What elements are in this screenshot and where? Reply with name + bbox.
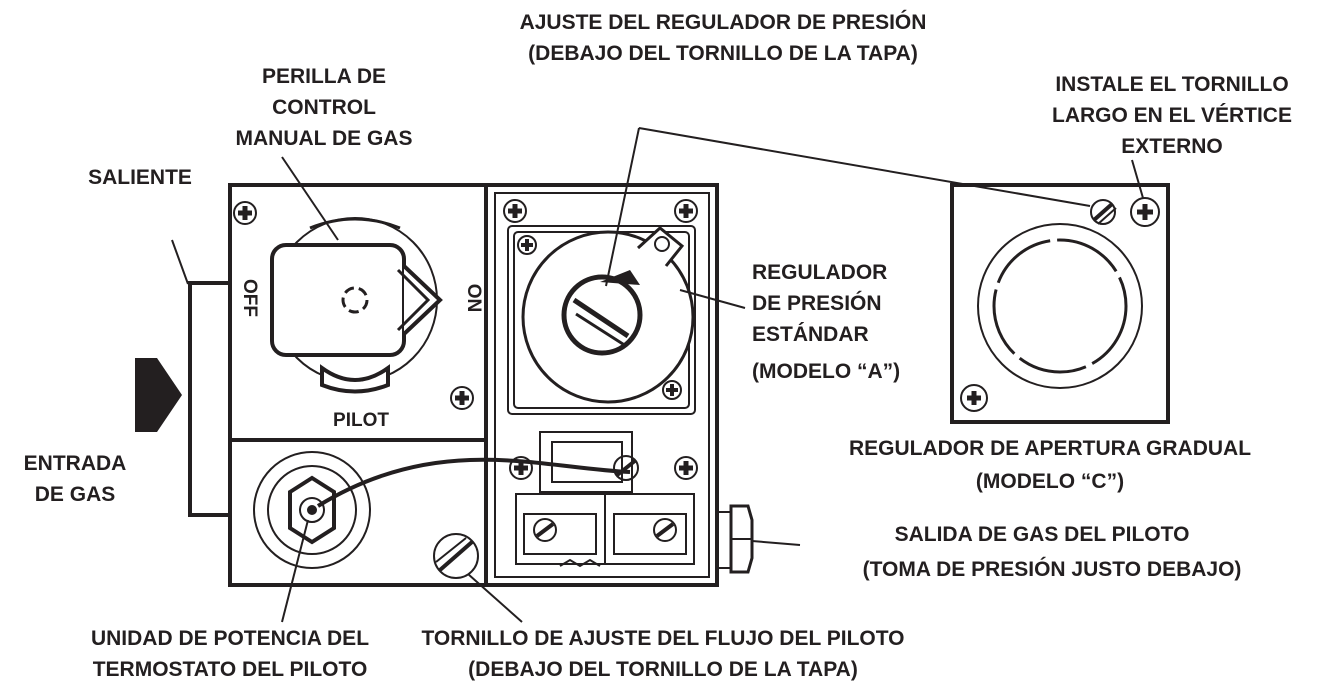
label-pilot-flow-2: (DEBAJO DEL TORNILLO DE LA TAPA) <box>468 658 858 681</box>
label-std-regulator-3: ESTÁNDAR <box>752 323 869 346</box>
leader-pressure-adjust <box>605 127 1091 287</box>
screw-top-left <box>233 201 257 225</box>
pilot-gas-outlet-fitting <box>716 504 754 574</box>
label-pilot-outlet-2: (TOMA DE PRESIÓN JUSTO DEBAJO) <box>863 557 1242 581</box>
long-screw-outer-corner[interactable] <box>1130 197 1160 227</box>
label-knob-2: CONTROL <box>272 96 376 119</box>
label-std-regulator-2: DE PRESIÓN <box>752 291 882 315</box>
screw-reg-bottom-right <box>662 380 682 400</box>
regulator-c-cap-screw[interactable] <box>1090 199 1117 225</box>
leader-ledge <box>171 239 189 285</box>
thermostat-power-unit <box>253 451 371 569</box>
pilot-mechanism <box>515 431 695 568</box>
knob-pilot-marking: PILOT <box>333 410 389 431</box>
screw-right-mid-left <box>509 456 533 480</box>
leader-knob <box>281 156 339 241</box>
right-panel <box>494 192 710 578</box>
knob-off-marking: OFF <box>239 279 260 317</box>
label-gradual-regulator-1: REGULADOR DE APERTURA GRADUAL <box>849 437 1251 460</box>
label-install-screw-3: EXTERNO <box>1121 135 1223 158</box>
leader-pilot-outlet <box>751 540 801 546</box>
leader-install-screw <box>1131 159 1144 199</box>
label-gas-inlet-1: ENTRADA <box>24 452 127 475</box>
screw-reg-top-left <box>517 235 537 255</box>
knob-on-marking: ON <box>463 284 484 313</box>
screw-reg-c-bottom-left <box>960 384 988 412</box>
label-knob-3: MANUAL DE GAS <box>236 127 413 150</box>
label-std-regulator-4: (MODELO “A”) <box>752 360 900 383</box>
screw-right-mid-right <box>674 456 698 480</box>
gradual-opening-regulator <box>950 183 1170 424</box>
label-power-unit-1: UNIDAD DE POTENCIA DEL <box>91 627 369 650</box>
label-knob-1: PERILLA DE <box>262 65 386 88</box>
screw-mid-left <box>450 386 474 410</box>
inlet-flange <box>188 281 232 517</box>
label-pilot-flow-1: TORNILLO DE AJUSTE DEL FLUJO DEL PILOTO <box>421 627 904 650</box>
leader-power-unit <box>281 519 309 623</box>
thermocouple-tube <box>316 457 631 508</box>
label-std-regulator-1: REGULADOR <box>752 261 887 284</box>
label-install-screw-1: INSTALE EL TORNILLO <box>1055 73 1288 96</box>
label-ledge: SALIENTE <box>88 166 192 189</box>
label-gradual-regulator-2: (MODELO “C”) <box>976 470 1124 493</box>
gas-control-knob[interactable] <box>270 217 443 394</box>
leader-std-regulator <box>679 289 746 309</box>
label-pilot-outlet-1: SALIDA DE GAS DEL PILOTO <box>895 523 1190 546</box>
gas-inlet-arrow <box>135 358 182 432</box>
label-power-unit-2: TERMOSTATO DEL PILOTO <box>93 658 368 681</box>
pressure-adjust-cap-screw[interactable] <box>561 270 643 356</box>
label-pressure-adjust-1: AJUSTE DEL REGULADOR DE PRESIÓN <box>520 10 927 34</box>
pilot-flow-adjust-screw[interactable] <box>433 533 479 579</box>
screw-right-top-right <box>674 199 698 223</box>
label-install-screw-2: LARGO EN EL VÉRTICE <box>1052 104 1292 127</box>
label-pressure-adjust-2: (DEBAJO DEL TORNILLO DE LA TAPA) <box>528 42 918 65</box>
screw-right-top-left <box>503 199 527 223</box>
leader-pilot-flow <box>467 573 523 623</box>
label-gas-inlet-2: DE GAS <box>35 483 116 506</box>
